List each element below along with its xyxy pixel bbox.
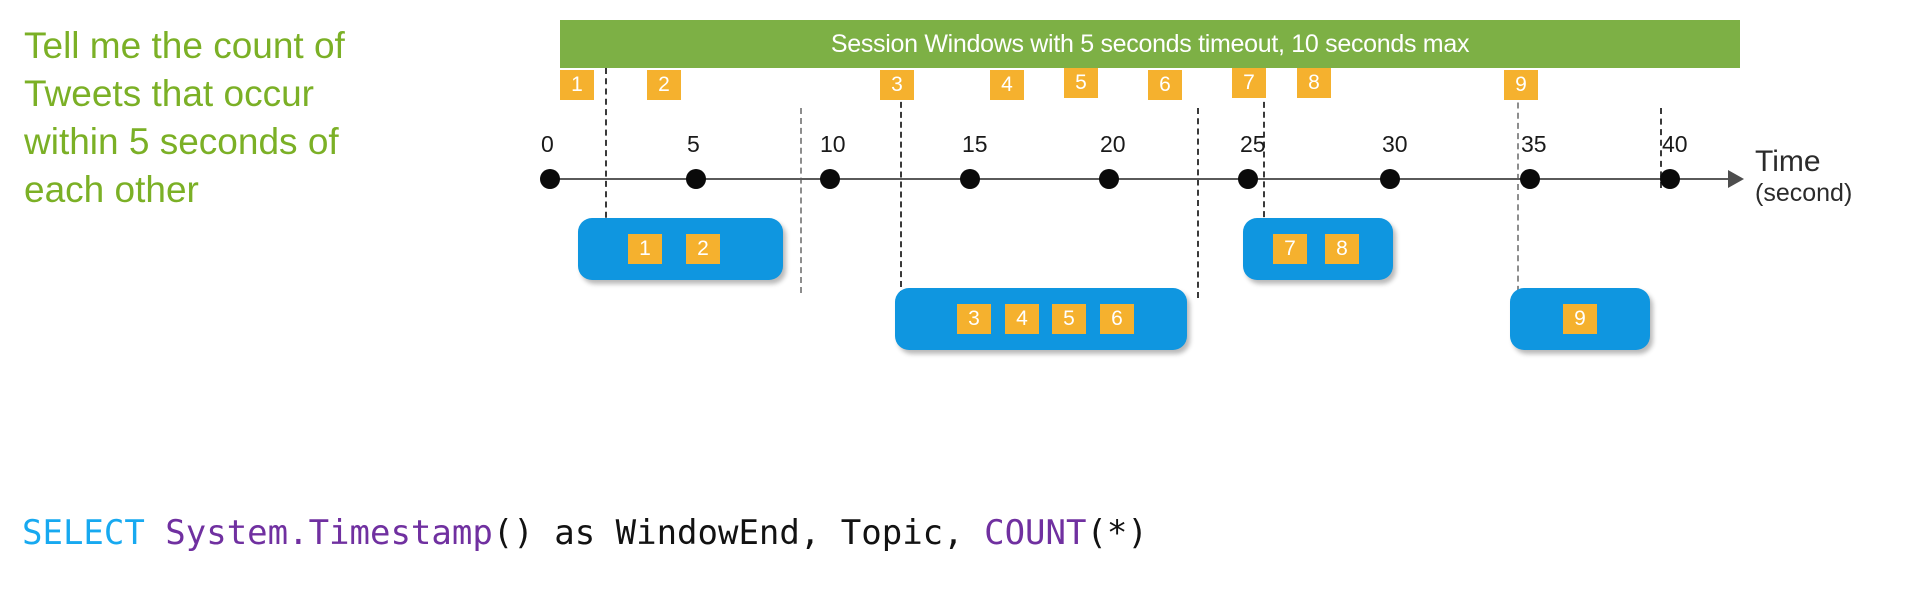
axis-dot [540, 169, 560, 189]
window-event-chip: 4 [1005, 304, 1039, 334]
axis-tick-label: 0 [541, 131, 554, 157]
event-chip: 9 [1504, 70, 1538, 100]
sql-token: () as WindowEnd, Topic, [492, 513, 985, 553]
event-chip: 8 [1297, 68, 1331, 98]
diagram-banner-label: Session Windows with 5 seconds timeout, … [560, 20, 1740, 68]
axis-dot [1660, 169, 1680, 189]
boundary-line [1660, 108, 1662, 188]
window-event-chip: 3 [957, 304, 991, 334]
axis-dot [686, 169, 706, 189]
time-axis-arrow-icon [1728, 170, 1744, 188]
boundary-line [800, 108, 802, 293]
axis-unit-label: (second) [1755, 179, 1853, 207]
axis-title: Time [1755, 145, 1821, 178]
boundary-line [1263, 72, 1265, 237]
event-chip: 1 [560, 70, 594, 100]
axis-dot [1380, 169, 1400, 189]
question-text: Tell me the count of Tweets that occur w… [24, 25, 345, 210]
axis-dot [820, 169, 840, 189]
boundary-line [900, 72, 902, 297]
axis-tick-label: 10 [820, 131, 846, 157]
axis-tick-label: 20 [1100, 131, 1126, 157]
event-chip: 3 [880, 70, 914, 100]
sql-token: COUNT [984, 513, 1087, 553]
axis-tick-label: 25 [1240, 131, 1266, 157]
time-axis-line [545, 178, 1730, 180]
window-event-chip: 6 [1100, 304, 1134, 334]
sql-token: System.Timestamp [165, 513, 493, 553]
axis-tick-label: 5 [687, 131, 700, 157]
sql-token: SELECT [22, 513, 166, 553]
event-chip: 4 [990, 70, 1024, 100]
axis-tick-label: 30 [1382, 131, 1408, 157]
window-event-chip: 5 [1052, 304, 1086, 334]
sql-line-1: SELECT System.Timestamp() as WindowEnd, … [22, 510, 1148, 556]
session-window-3[interactable]: 7 8 [1243, 218, 1393, 280]
event-chip: 2 [647, 70, 681, 100]
boundary-line [1517, 72, 1519, 302]
axis-dot [960, 169, 980, 189]
axis-tick-label: 35 [1521, 131, 1547, 157]
axis-dot [1520, 169, 1540, 189]
axis-dot [1099, 169, 1119, 189]
session-window-4[interactable]: 9 [1510, 288, 1650, 350]
session-window-2[interactable]: 3 4 5 6 [895, 288, 1187, 350]
window-event-chip: 9 [1563, 304, 1597, 334]
session-window-diagram: Session Windows with 5 seconds timeout, … [540, 20, 1853, 350]
session-window-1[interactable]: 1 2 [578, 218, 783, 280]
event-chip: 6 [1148, 70, 1182, 100]
window-event-chip: 8 [1325, 234, 1359, 264]
window-event-chip: 7 [1273, 234, 1307, 264]
window-event-chip: 1 [628, 234, 662, 264]
sql-query-block: SELECT System.Timestamp() as WindowEnd, … [22, 418, 1148, 607]
sql-token: (*) [1086, 513, 1148, 553]
axis-dot [1238, 169, 1258, 189]
axis-tick-label: 40 [1662, 131, 1688, 157]
event-chip: 7 [1232, 68, 1266, 98]
window-event-chip: 2 [686, 234, 720, 264]
event-chip: 5 [1064, 68, 1098, 98]
boundary-line [605, 68, 607, 228]
boundary-line [1197, 108, 1199, 298]
axis-tick-label: 15 [962, 131, 988, 157]
